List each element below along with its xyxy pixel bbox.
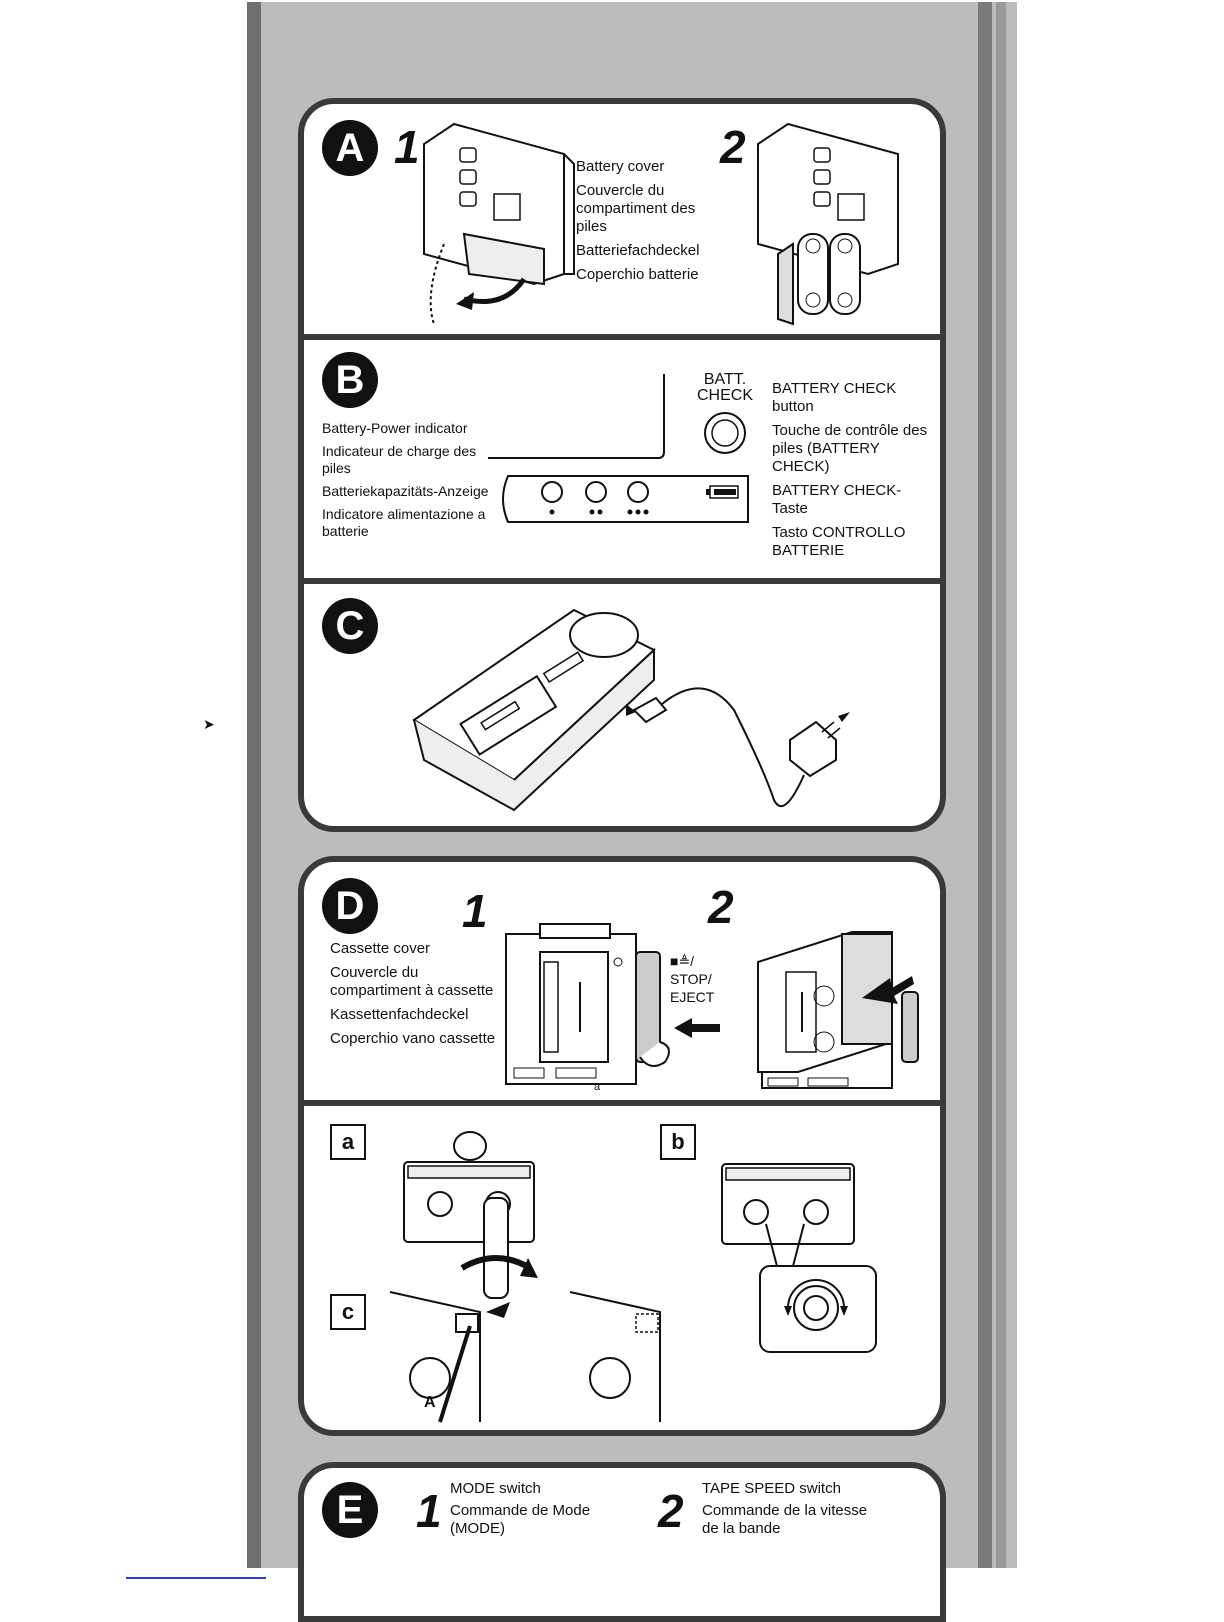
mode-switch-labels: MODE switch Commande de Mode (MODE) bbox=[450, 1480, 630, 1538]
sub-panel-a-label: a bbox=[330, 1124, 366, 1160]
tab-break-illustration bbox=[389, 1291, 661, 1423]
sub-panel-b-label: b bbox=[660, 1124, 696, 1160]
section-d-badge: D bbox=[322, 878, 378, 934]
stop-eject-symbol: ■≜/ bbox=[670, 953, 695, 969]
section-c-badge: C bbox=[322, 598, 378, 654]
batt-check-button-icon bbox=[704, 412, 746, 454]
batt-check-caption-1: BATT. bbox=[703, 371, 747, 388]
battery-cover-label-it: Coperchio batterie bbox=[576, 266, 699, 283]
sub-panel-c-label: c bbox=[330, 1294, 366, 1330]
section-a-step-1: 1 bbox=[394, 121, 420, 173]
divider-d bbox=[304, 1100, 940, 1106]
battery-check-labels: BATTERY CHECK button Touche de contrôle … bbox=[772, 380, 932, 560]
cassette-insert-illustration bbox=[757, 931, 919, 1089]
page-footer-line bbox=[126, 1577, 266, 1579]
battery-insert-illustration bbox=[757, 122, 899, 326]
section-a-step-2: 2 bbox=[720, 121, 746, 173]
press-arrow-icon bbox=[674, 1018, 720, 1038]
panel-d: D 1 2 Cassette cover Couvercle du compar… bbox=[298, 856, 946, 1436]
battery-cover-label-fr: Couvercle du compartiment des piles bbox=[576, 182, 696, 235]
cassette-cover-label-fr: Couvercle du compartiment à cassette bbox=[330, 964, 494, 999]
mode-label-fr: Commande de Mode bbox=[450, 1502, 591, 1519]
batt-check-caption-2: CHECK bbox=[696, 387, 753, 404]
battery-check-label-en: BATTERY CHECK button bbox=[772, 380, 897, 415]
page-edge-left bbox=[247, 2, 261, 1568]
indicator-label-en: Battery-Power indicator bbox=[322, 420, 468, 436]
indicator-label-it: Indicatore alimentazione a batterie bbox=[322, 506, 486, 539]
section-e-step-1: 1 bbox=[416, 1485, 442, 1537]
section-b-badge: B bbox=[322, 352, 378, 408]
panel-abc: A 1 2 Battery cover Couvercle du compart… bbox=[298, 98, 946, 832]
battery-check-label-fr: Touche de contrôle des piles (BATTERY CH… bbox=[772, 422, 928, 475]
stop-eject-label[interactable]: ■≜/ STOP/ EJECT bbox=[670, 952, 740, 1006]
tape-speed-label-fr: Commande de la vitesse bbox=[702, 1502, 868, 1519]
marker-a-small: a bbox=[594, 1081, 601, 1093]
cassette-open-illustration bbox=[505, 923, 670, 1085]
cassette-cover-label-en: Cassette cover bbox=[330, 940, 431, 957]
section-a-badge: A bbox=[322, 120, 378, 176]
ac-adapter-illustration bbox=[412, 608, 850, 812]
marker-A-label: A bbox=[424, 1394, 436, 1411]
cassette-cover-label-de: Kassettenfachdeckel bbox=[330, 1006, 469, 1023]
stop-label: STOP/ bbox=[670, 971, 712, 987]
page-edge-right bbox=[978, 2, 992, 1568]
indicator-label-de: Batteriekapazitäts-Anzeige bbox=[322, 483, 489, 499]
battery-cover-labels: Battery cover Couvercle du compartiment … bbox=[576, 158, 716, 284]
tape-speed-label-en: TAPE SPEED switch bbox=[702, 1480, 841, 1497]
section-d-step-2: 2 bbox=[708, 881, 734, 933]
battery-indicator-labels: Battery-Power indicator Indicateur de ch… bbox=[322, 420, 492, 540]
divider-bc bbox=[304, 578, 940, 584]
mode-label-fr-2: (MODE) bbox=[450, 1520, 505, 1537]
battery-cover-illustration bbox=[423, 122, 575, 325]
section-e-badge: E bbox=[322, 1482, 378, 1538]
panel-e: E 1 MODE switch Commande de Mode (MODE) … bbox=[298, 1462, 946, 1622]
battery-indicator-illustration bbox=[488, 374, 749, 523]
battery-check-label-it: Tasto CONTROLLO BATTERIE bbox=[772, 524, 906, 559]
pencil-rewind-illustration bbox=[403, 1131, 538, 1299]
eject-label: EJECT bbox=[670, 989, 715, 1005]
batt-check-caption: BATT. CHECK bbox=[692, 372, 758, 404]
tape-speed-labels: TAPE SPEED switch Commande de la vitesse… bbox=[702, 1480, 902, 1538]
cassette-cover-label-it: Coperchio vano cassette bbox=[330, 1030, 496, 1047]
cassette-reel-illustration bbox=[721, 1163, 877, 1353]
battery-check-label-de: BATTERY CHECK-Taste bbox=[772, 482, 902, 517]
battery-cover-label-en: Battery cover bbox=[576, 158, 665, 175]
section-e-step-2: 2 bbox=[658, 1485, 684, 1537]
page-edge-right-2 bbox=[996, 2, 1006, 1568]
divider-ab bbox=[304, 334, 940, 340]
tape-speed-label-fr-2: de la bande bbox=[702, 1520, 781, 1537]
mode-label-en: MODE switch bbox=[450, 1480, 541, 1497]
battery-cover-label-de: Batteriefachdeckel bbox=[576, 242, 700, 259]
section-d-step-1: 1 bbox=[462, 885, 488, 937]
cassette-cover-labels: Cassette cover Couvercle du compartiment… bbox=[330, 940, 500, 1048]
indicator-label-fr: Indicateur de charge des piles bbox=[322, 443, 477, 476]
stray-mark: ➤ bbox=[203, 716, 215, 732]
